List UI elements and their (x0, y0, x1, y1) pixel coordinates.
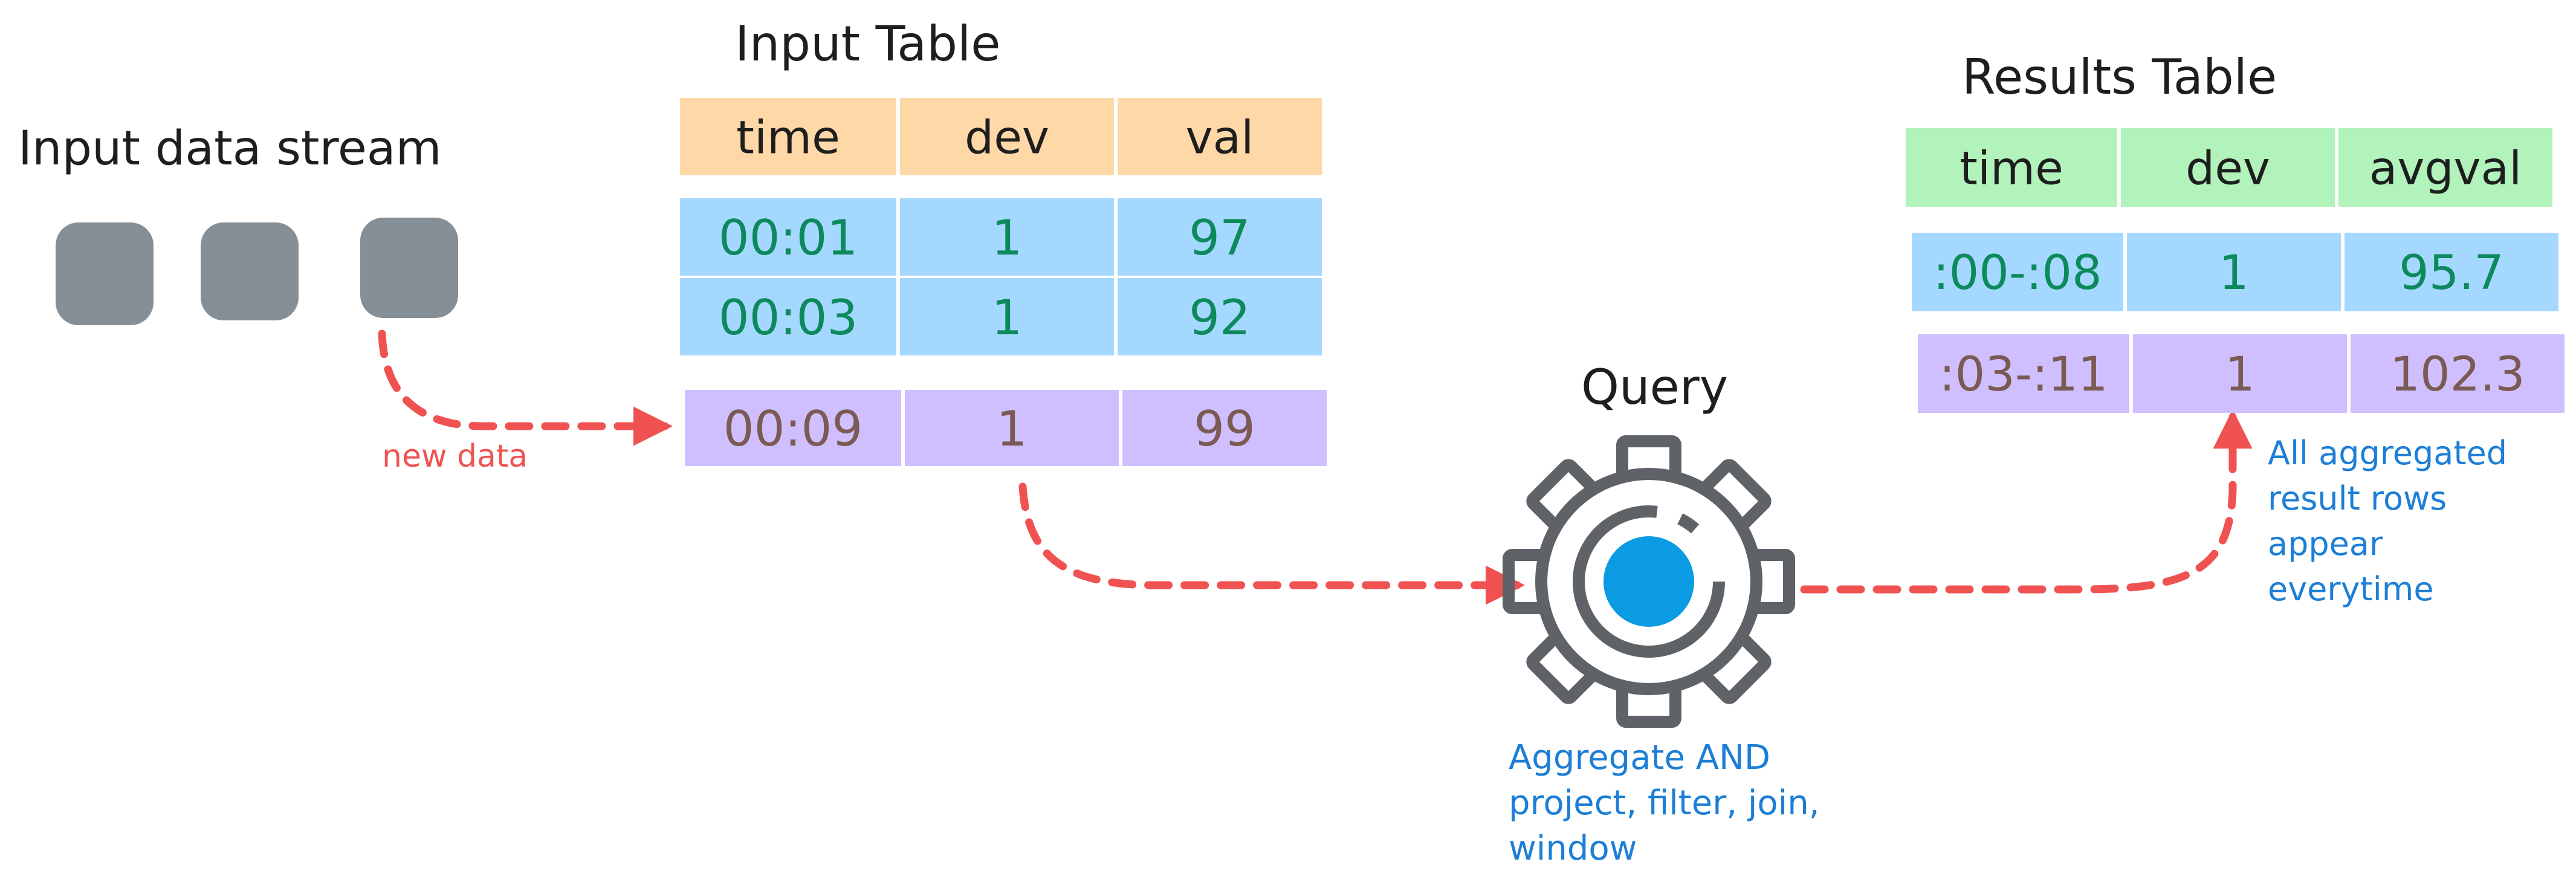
results-header-text-2: dev (2186, 141, 2270, 195)
results-header-cell-2 (2121, 128, 2335, 207)
input-header-cell-1 (680, 98, 896, 175)
query-title: Query (1581, 359, 1728, 415)
query-note-line-3: window (1509, 829, 1637, 868)
results-row-1-text-2: 1 (2219, 246, 2249, 300)
results-row-1-text-3: 95.7 (2399, 246, 2504, 300)
results-table: time dev avgval :00-:08 1 95.7 :03-:11 1 102.3 (1906, 128, 2565, 413)
stream-block-1 (56, 222, 154, 325)
input-new-row-cell-1 (685, 390, 901, 466)
results-note-line-1: All aggregated (2268, 434, 2507, 472)
results-row-2-text-3: 102.3 (2390, 348, 2525, 402)
results-row-1-text-1: :00-:08 (1933, 246, 2102, 300)
gear-core (1604, 536, 1694, 627)
gear-icon (1503, 435, 1795, 728)
input-row-1-text-3: 97 (1189, 210, 1251, 266)
input-header-cell-2 (900, 98, 1114, 175)
results-header-cell-1 (1906, 128, 2117, 207)
input-row-1-cell-2 (900, 198, 1114, 276)
query-note: Aggregate AND project, filter, join, win… (1509, 738, 1830, 868)
results-note-line-4: everytime (2268, 570, 2434, 608)
input-new-row-text-1: 00:09 (723, 401, 863, 457)
results-row-2-cell-3 (2351, 334, 2565, 413)
input-row-2-text-3: 92 (1189, 290, 1251, 346)
input-row-1-cell-1 (680, 198, 896, 276)
input-new-row-cell-2 (905, 390, 1119, 466)
input-table-title: Input Table (735, 16, 1000, 72)
input-table: time dev val 00:01 1 97 00:03 1 92 00:09 1 99 (680, 98, 1327, 466)
results-note-line-2: result rows (2268, 479, 2447, 517)
input-row-2-cell-3 (1118, 278, 1322, 355)
results-row-1-cell-2 (2127, 233, 2341, 311)
results-header-text-3: avgval (2369, 141, 2522, 195)
results-header-text-1: time (1960, 141, 2063, 195)
results-note: All aggregated result rows appear everyt… (2268, 434, 2517, 608)
results-header-cell-3 (2338, 128, 2552, 207)
to-results-arrow (1800, 409, 2253, 594)
new-data-label: new data (382, 438, 528, 475)
results-row-2-text-2: 1 (2225, 348, 2255, 402)
input-stream-label: Input data stream (18, 122, 442, 176)
query-note-line-2: project, filter, join, (1509, 783, 1820, 823)
stream-blocks (56, 218, 458, 325)
results-row-1-cell-3 (2345, 233, 2558, 311)
input-header-cell-3 (1118, 98, 1322, 175)
new-data-arrow (378, 329, 673, 446)
stream-block-3 (360, 218, 458, 318)
to-query-arrow (1018, 482, 1525, 605)
input-row-1-cell-3 (1118, 198, 1322, 276)
input-new-row-text-3: 99 (1194, 401, 1255, 457)
input-row-2-cell-1 (680, 278, 896, 355)
results-table-title: Results Table (1962, 49, 2277, 105)
input-row-2-text-1: 00:03 (719, 290, 858, 346)
results-row-1-cell-1 (1912, 233, 2123, 311)
input-row-1-text-2: 1 (992, 210, 1023, 266)
results-row-2-cell-1 (1918, 334, 2129, 413)
input-new-row-text-2: 1 (997, 401, 1027, 457)
results-row-2-cell-2 (2133, 334, 2347, 413)
input-row-1-text-1: 00:01 (719, 210, 858, 266)
results-note-line-3: appear (2268, 525, 2383, 563)
results-row-2-text-1: :03-:11 (1939, 348, 2108, 402)
gear-inner-ring (1573, 505, 1725, 658)
gear-body (1535, 468, 1762, 695)
query-note-line-1: Aggregate AND (1509, 738, 1770, 777)
input-header-text-1: time (736, 110, 840, 164)
stream-block-2 (201, 222, 299, 320)
input-header-text-3: val (1186, 110, 1254, 164)
input-row-2-text-2: 1 (992, 290, 1023, 346)
input-header-text-2: dev (965, 110, 1049, 164)
input-new-row-cell-3 (1122, 390, 1327, 466)
input-row-2-cell-2 (900, 278, 1114, 355)
